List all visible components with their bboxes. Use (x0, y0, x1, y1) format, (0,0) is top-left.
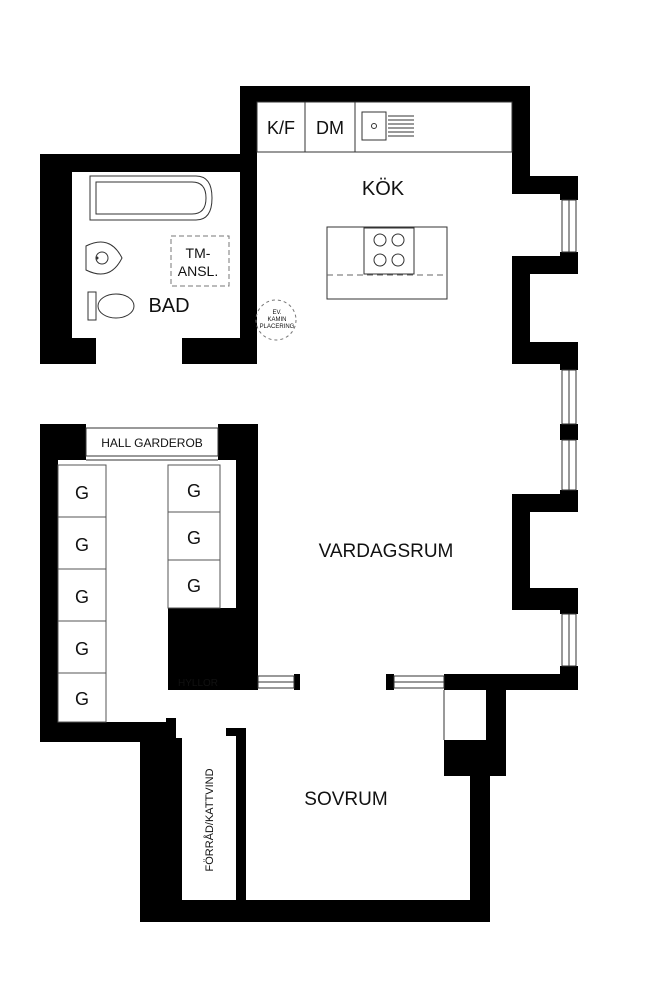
wall-bath-bottom-left (40, 338, 96, 364)
fireplace-label-2: KAMIN (267, 317, 286, 323)
fireplace-label-1: EV. (272, 310, 281, 316)
burner-icon (391, 253, 405, 267)
wall-right-bay2-cap (560, 342, 578, 370)
wardrobe-left-5 (57, 672, 107, 723)
wall-right-bay1-cap (560, 176, 578, 200)
washer-connection-label-2: ANSL. (178, 263, 218, 279)
bedroom-label: SOVRUM (304, 789, 387, 810)
wardrobe-left-label-2: G (75, 535, 89, 555)
wall-bath-left (40, 154, 72, 364)
burner-icon (391, 233, 405, 247)
living-room-label: VARDAGSRUM (319, 541, 454, 562)
labels: K/F DM KÖK TM- ANSL. BAD EV. KAMIN PLACE… (75, 118, 453, 872)
wardrobe-left-label-4: G (75, 639, 89, 659)
wall-bath-right (240, 154, 257, 364)
sink-drainboard (388, 115, 414, 137)
wardrobe-right-label-3: G (187, 576, 201, 596)
washer-connection-label-1: TM- (186, 245, 211, 261)
wall-sovrum-right (470, 740, 490, 922)
wall-hall-bottom (40, 722, 176, 742)
wall-forrad-right (236, 728, 246, 908)
wardrobe-right-label-2: G (187, 528, 201, 548)
dishwasher-label: DM (316, 118, 344, 138)
wardrobe-left-3 (57, 568, 107, 622)
wall-living-bottom-stub2 (386, 674, 394, 690)
burner-icon (373, 233, 387, 247)
kitchen-counter (256, 101, 513, 153)
wall-hall-left (40, 424, 58, 742)
wall-block-hyllor (168, 608, 258, 674)
wardrobe-left-label-3: G (75, 587, 89, 607)
fireplace-label-3: PLACERING (260, 324, 295, 330)
wall-living-bottom-right (444, 674, 578, 690)
wall-bottom (140, 900, 490, 922)
wall-forrad-left (140, 738, 182, 922)
cooktop (363, 227, 415, 275)
kitchen-label: KÖK (362, 178, 405, 200)
fireplace-placement-circle (255, 299, 297, 341)
hall-wardrobe-box (85, 427, 219, 457)
fridge-freezer-label: K/F (267, 118, 295, 138)
wardrobe-right-3 (167, 559, 221, 609)
toilet-tank (87, 291, 97, 321)
shelves-label: HYLLOR (178, 678, 218, 689)
toilet-bowl (97, 293, 135, 319)
wall-sovrum-right-upper (486, 674, 506, 748)
wall-kitchen-left-upper (240, 86, 257, 156)
kitchen-island (326, 226, 448, 300)
wall-forrad-right-cap (226, 728, 246, 736)
bathroom-fixtures (85, 175, 230, 321)
wall-hall-topleft (40, 424, 86, 460)
wall-right-top (512, 86, 530, 194)
wardrobe-left-4 (57, 620, 107, 674)
burner-icon (373, 253, 387, 267)
bathroom-walls (40, 154, 257, 364)
outer-walls (40, 86, 578, 922)
sink (361, 111, 387, 141)
windows (257, 199, 577, 689)
wall-right-mid2 (512, 494, 530, 606)
storage-label: FÖRRÅD/KATTVIND (203, 768, 216, 871)
wardrobe-right-label-1: G (187, 481, 201, 501)
wall-bath-top (40, 154, 257, 172)
left-wardrobes (57, 464, 107, 723)
wall-right-mid1 (512, 256, 530, 364)
washer-connection-box (170, 235, 230, 287)
right-wardrobes (167, 464, 221, 609)
bathroom-label: BAD (148, 295, 189, 317)
hall-wardrobe (85, 427, 219, 461)
hall-wardrobe-label: HALL GARDEROB (101, 436, 203, 450)
wall-living-bottom-stub1 (294, 674, 300, 690)
wardrobe-left-label-5: G (75, 689, 89, 709)
wall-right-bay3-cap (560, 588, 578, 614)
wardrobe-left-label-1: G (75, 483, 89, 503)
wall-living-bottom-left (168, 674, 258, 690)
wardrobe-right-2 (167, 511, 221, 561)
wall-right-bay2-mid (560, 424, 578, 440)
wall-top (240, 86, 530, 102)
